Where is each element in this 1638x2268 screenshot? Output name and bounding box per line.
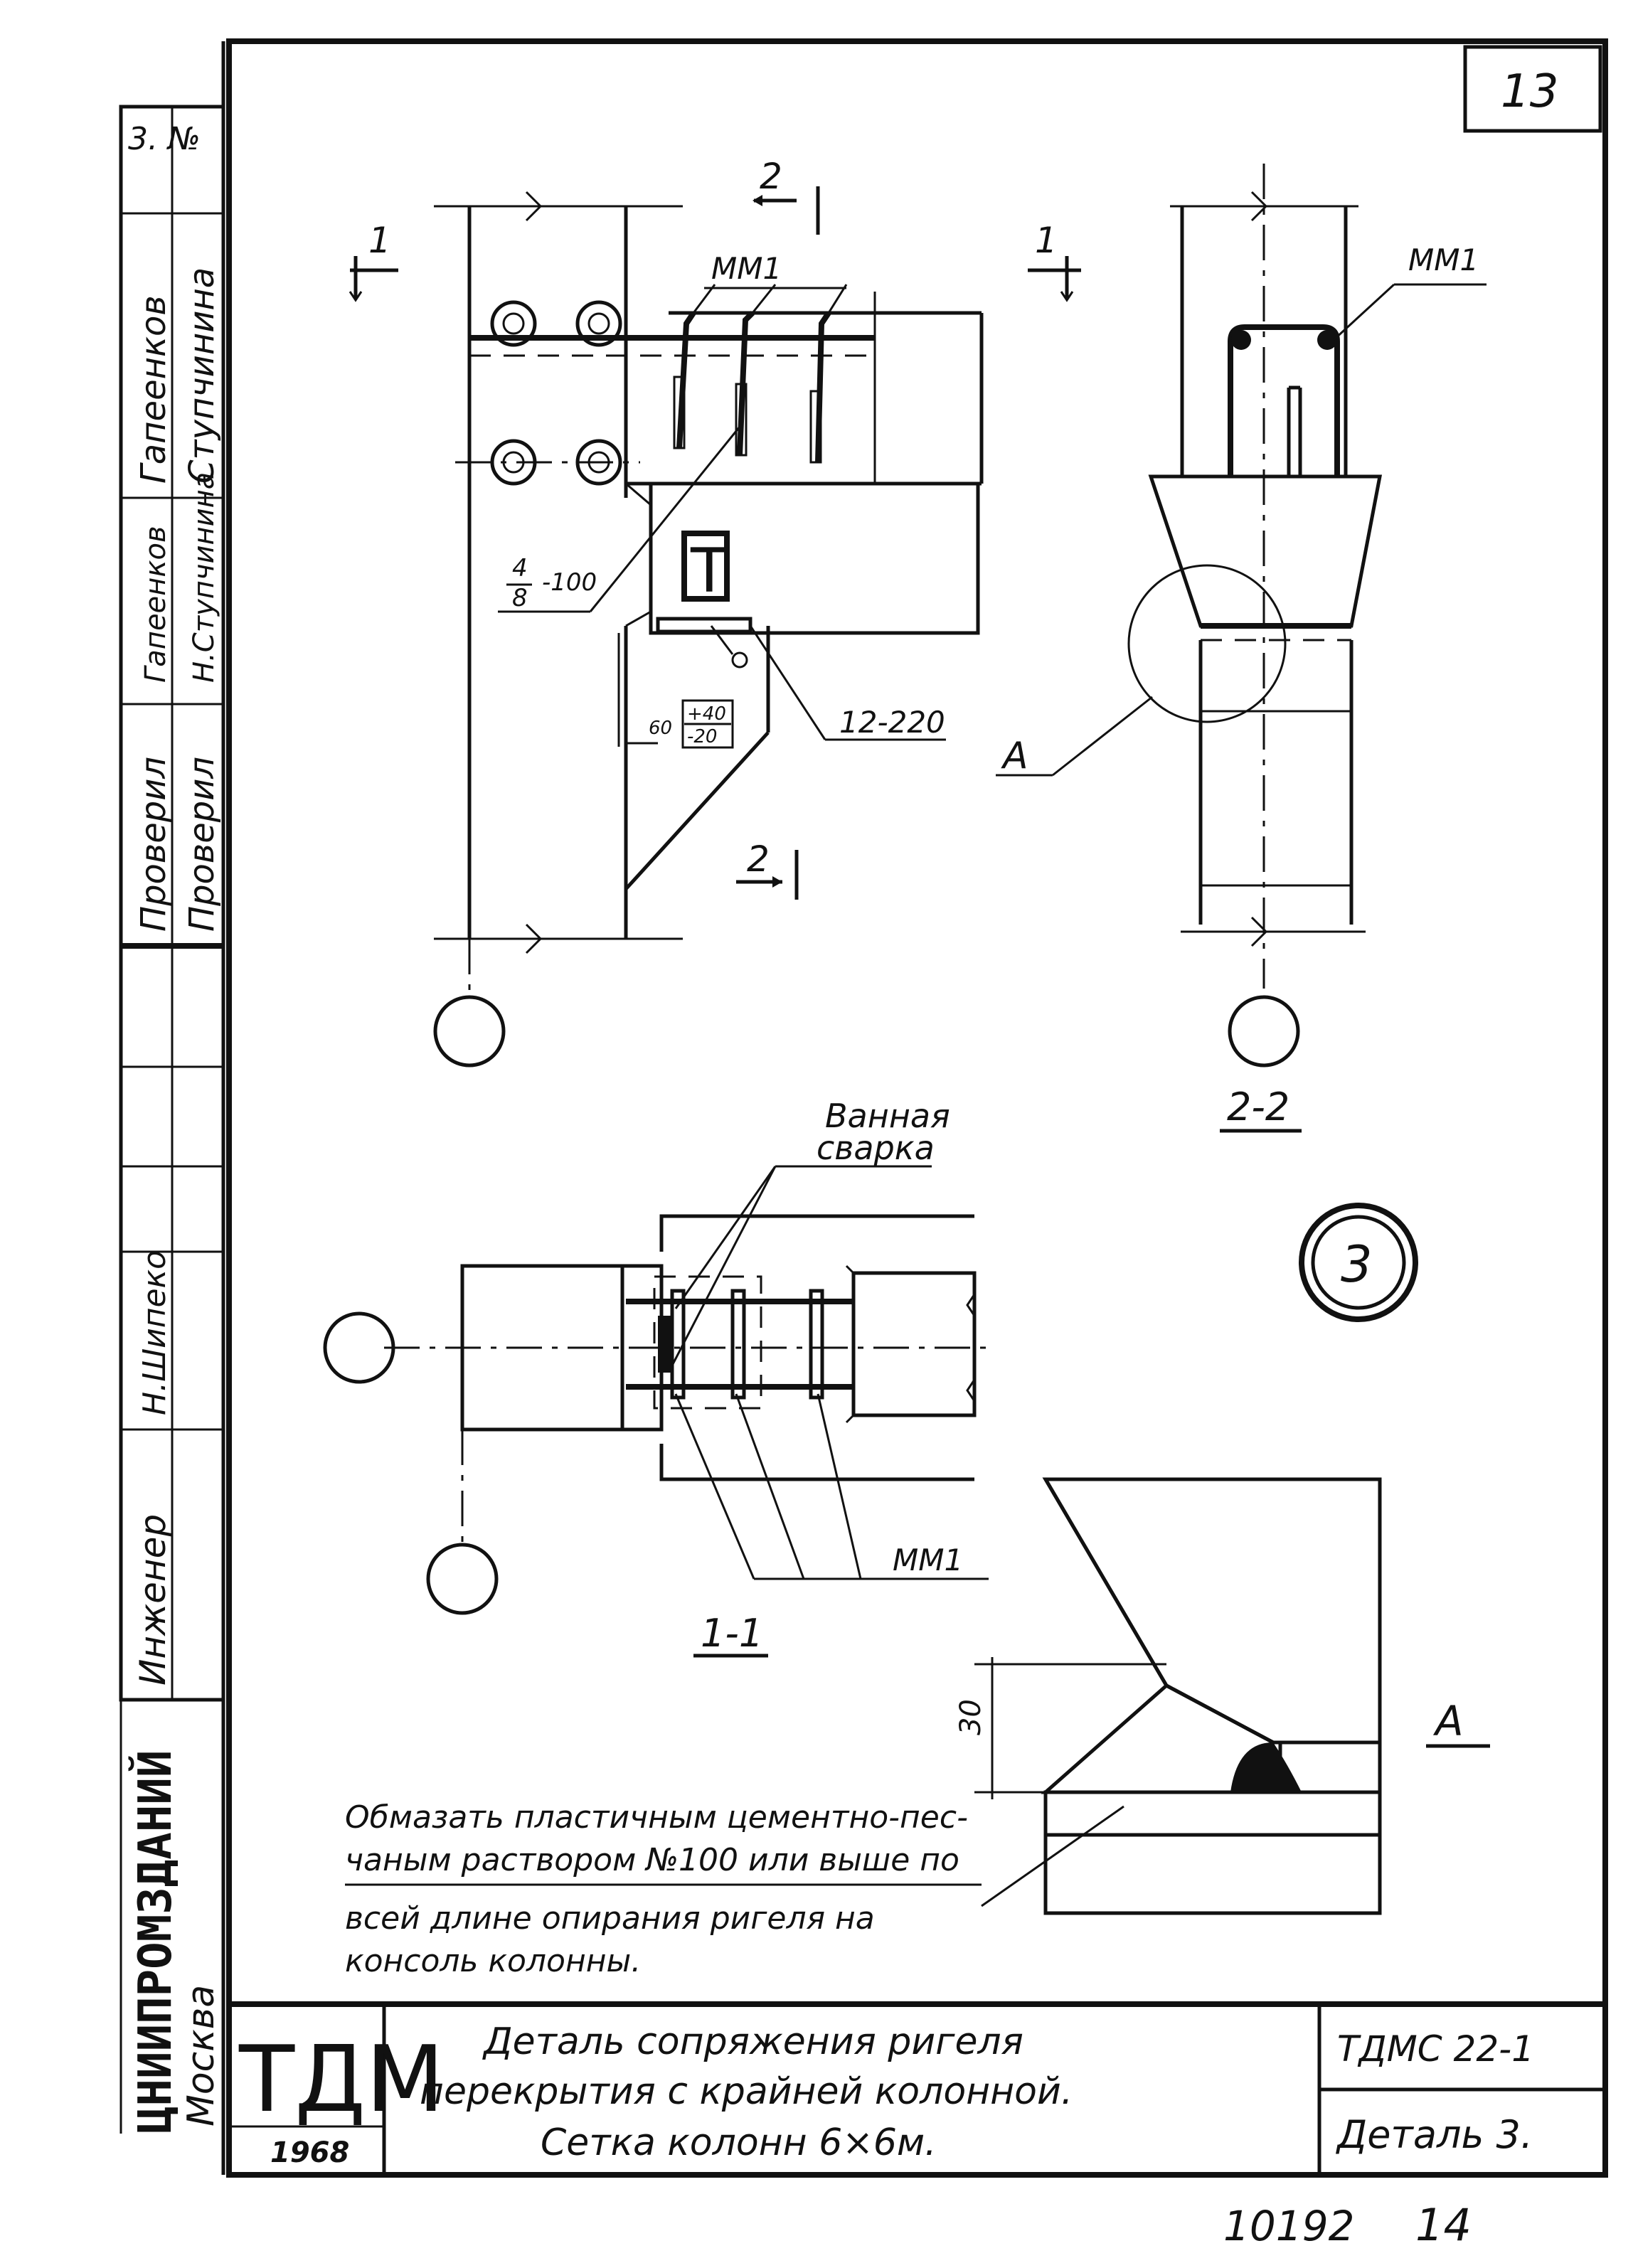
section-mark-2-bottom: 2 [736,838,799,900]
axis-bubble-section-2-2 [1228,995,1300,1068]
section-mark-2-top: 2 [752,156,820,235]
title-code: ТДМС 22-1 [1337,2028,1534,2070]
weld-callout-top: Ванная [825,1097,950,1135]
note-line-2: чаным раствором №100 или выше по [345,1842,959,1878]
stamp-signature-1: Гапеенков [139,526,172,683]
title-block: ТДМ 1968 Деталь сопряжения ригеля перекр… [229,2001,1605,2175]
detail-a: 30 А [954,1477,1490,1915]
section-2-2-mark: 1 [1035,220,1058,261]
tolerance-plus: +40 [687,703,726,725]
section-2-2: А ММ1 1 2-2 [996,164,1487,1133]
tolerance-minus: -20 [687,726,717,747]
dim-60: 60 [649,718,672,739]
note: Обмазать пластичным цементно-пес- чаным … [345,1799,982,1979]
stamp-city: Москва [180,1985,223,2126]
archive-number: 10192 [1223,2202,1355,2250]
title-line-1: Деталь сопряжения ригеля [482,2021,1023,2063]
detail-badge: 3 [1299,1203,1418,1322]
svg-text:2: 2 [747,838,770,880]
title-logo: ТДМ [238,2027,445,2133]
stamp-top-label: 3. № [128,121,201,157]
main-view: T ММ1 12-220 [349,156,984,1068]
stamp-role-1: Проверил [134,757,174,932]
section-2-2-mesh-label: ММ1 [1408,243,1479,277]
section-2-2-caption: 2-2 [1227,1085,1289,1129]
stamp-engineer-signature: Н.Шипеко [137,1250,173,1415]
axis-bubble-main [433,995,506,1068]
svg-text:T: T [690,536,728,607]
weld-callout-bottom: сварка [817,1129,935,1167]
section-1-1-caption: 1-1 [701,1611,763,1656]
weld-label: 12-220 [839,705,945,740]
note-line-1: Обмазать пластичным цементно-пес- [345,1799,968,1836]
section-1-1: Ванная сварка ММ1 1-1 [323,1097,989,1658]
axis-bubble-section-1-1-bottom [426,1543,499,1615]
note-line-3: всей длине опирания ригеля на [345,1900,875,1937]
stamp-signature-2: Н.Ступчинина [188,472,220,683]
rebar-count-top: 4 [512,554,528,582]
section-callout-a: А [1001,735,1028,777]
stamp-role-2: Проверил [182,757,222,932]
detail-a-dimension: 30 [954,1699,987,1735]
stamp-name-2: Ступчинина [182,267,222,484]
stamp-name-1: Гапеенков [134,295,174,484]
svg-text:2: 2 [760,156,782,197]
sheet-frame [226,38,1608,2178]
sheet-number-box: 13 [1463,45,1602,133]
stamp-engineer-role: Инженер [132,1514,174,1686]
title-line-3: Сетка колонн 6×6м. [541,2121,937,2164]
rebar-spacing: -100 [542,568,597,597]
detail-a-caption: А [1432,1697,1464,1745]
section-1-1-mesh-label: ММ1 [893,1543,963,1577]
title-detail: Деталь 3. [1336,2112,1533,2157]
svg-text:3: 3 [1341,1235,1373,1294]
page-number: 14 [1415,2199,1472,2251]
rebar-count-bottom: 8 [512,584,528,612]
main-mesh-label: ММ1 [711,251,782,286]
stamp-institute-name: ЦНИИПРОМЗДАНИЙ [128,1750,182,2134]
title-line-2: перекрытия с крайней колонной. [420,2070,1073,2113]
title-year: 1968 [270,2136,349,2169]
section-mark-1-main: 1 [349,220,398,302]
axis-bubble-section-1-1-left [323,1311,395,1384]
svg-text:1: 1 [368,220,391,261]
note-line-4: консоль колонны. [345,1943,641,1979]
side-stamp: 3. № Гапеенков Ступчинина Гапеенков Н.Ст… [119,105,225,2134]
mesh-mm1-main [673,284,848,464]
sheet-number: 13 [1501,65,1558,118]
